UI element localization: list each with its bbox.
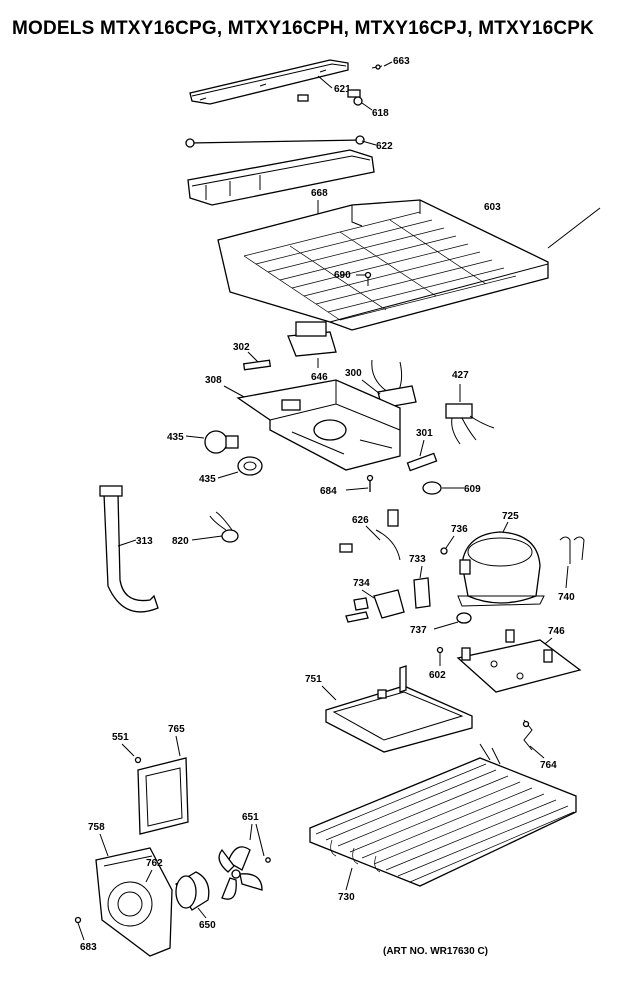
label-308: 308	[205, 375, 222, 386]
label-621: 621	[334, 84, 351, 95]
label-740: 740	[558, 592, 575, 603]
shelf-603: 603	[217, 199, 601, 331]
label-551: 551	[112, 732, 129, 743]
drain-tube-313: 313	[99, 485, 159, 613]
bracket-764: 764	[522, 719, 557, 771]
label-730: 730	[338, 892, 355, 903]
rail-621: 621	[189, 59, 351, 105]
housing-308: 308	[205, 375, 401, 471]
clip-740: 740	[558, 536, 585, 603]
label-746: 746	[548, 626, 565, 637]
rod-622: 622	[185, 135, 393, 152]
label-758: 758	[88, 822, 105, 833]
label-435-bulb: 435	[167, 432, 184, 443]
connector-427: 427	[445, 370, 495, 445]
bulb-435: 435	[167, 430, 239, 454]
label-683-bottom: 683	[80, 942, 97, 953]
label-737: 737	[410, 625, 427, 636]
thermostat-646: 646	[287, 321, 337, 383]
label-650: 650	[199, 920, 216, 931]
grommet-737: 737	[410, 612, 472, 636]
socket-435: 435	[199, 456, 263, 485]
drain-pan-751: 751	[305, 665, 473, 753]
screw-683-bottom: 683	[74, 916, 97, 953]
label-622: 622	[376, 141, 393, 152]
screw-684: 684	[320, 474, 374, 497]
label-663: 663	[393, 56, 410, 67]
label-435-socket: 435	[199, 474, 216, 485]
label-684: 684	[320, 486, 337, 497]
clips-618: 618	[297, 89, 389, 119]
label-690: 690	[334, 270, 351, 281]
label-302: 302	[233, 342, 250, 353]
part-302: 302	[233, 342, 272, 371]
screw-551: 551	[112, 732, 142, 764]
label-301: 301	[416, 428, 433, 439]
label-820: 820	[172, 536, 189, 547]
label-609: 609	[464, 484, 481, 495]
label-602: 602	[429, 670, 446, 681]
art-number: (ART NO. WR17630 C)	[383, 946, 489, 957]
compressor-725: 725	[457, 511, 545, 607]
relay-626: 626	[339, 509, 401, 561]
fan-bracket-758: 758	[88, 822, 173, 957]
fan-motor-650: 650	[175, 846, 263, 931]
screw-690: 690	[334, 270, 372, 286]
base-plate-746: 746	[456, 626, 582, 693]
overload-734: 734	[345, 578, 405, 623]
label-736: 736	[451, 524, 468, 535]
label-618: 618	[372, 108, 389, 119]
screws-651: 651	[242, 812, 271, 863]
shroud-765: 765	[137, 724, 189, 835]
label-668: 668	[311, 188, 328, 199]
label-300: 300	[345, 368, 362, 379]
label-765: 765	[168, 724, 185, 735]
screw-602: 602	[429, 646, 446, 681]
part-762: 762	[145, 858, 163, 883]
part-733: 733	[409, 554, 431, 609]
label-762: 762	[146, 858, 163, 869]
capacitor-820: 820	[172, 511, 239, 547]
label-725: 725	[502, 511, 519, 522]
label-646: 646	[311, 372, 328, 383]
label-733: 733	[409, 554, 426, 565]
label-734: 734	[353, 578, 370, 589]
plug-609: 609	[422, 481, 481, 495]
part-736: 736	[440, 524, 468, 555]
label-427: 427	[452, 370, 469, 381]
page-title: MODELS MTXY16CPG, MTXY16CPH, MTXY16CPJ, …	[12, 18, 595, 39]
condenser-730: 730	[309, 743, 577, 903]
channel-trim	[187, 149, 375, 206]
label-313: 313	[136, 536, 153, 547]
label-603: 603	[484, 202, 501, 213]
screw-663-top: 663	[371, 56, 410, 70]
label-651: 651	[242, 812, 259, 823]
label-751: 751	[305, 674, 322, 685]
label-764: 764	[540, 760, 557, 771]
part-301: 301	[406, 428, 438, 472]
label-626: 626	[352, 515, 369, 526]
